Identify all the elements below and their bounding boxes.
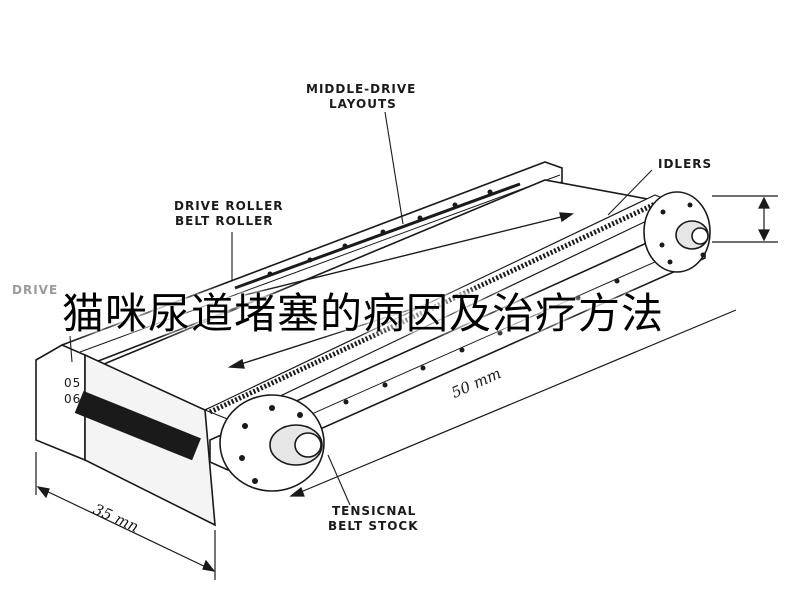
overlay-title: 猫咪尿道堵塞的病因及治疗方法 <box>62 289 665 338</box>
drive-partial-label: DRIVE <box>12 283 59 297</box>
front-rail-bolts <box>343 278 620 405</box>
side-mark-top: 05 <box>64 376 82 390</box>
belt-stock-label: BELT STOCK <box>328 519 419 533</box>
side-mark-mid: 06 <box>64 392 82 406</box>
drive-roller-label: DRIVE ROLLER <box>174 199 284 213</box>
width-dimension <box>35 452 216 580</box>
tension-pulley <box>219 394 325 492</box>
tension-pulley-bolts <box>239 405 303 484</box>
middle-drive-label: MIDDLE-DRIVE <box>306 82 417 96</box>
idler-pulley <box>643 191 711 273</box>
height-dimension <box>712 195 778 243</box>
leader-lines <box>69 111 653 506</box>
left-end-bracket <box>35 344 216 527</box>
middle-drive-strip <box>234 182 521 290</box>
middle-drive-label-line2: LAYOUTS <box>329 97 397 111</box>
belt-roller-label: BELT ROLLER <box>175 214 274 228</box>
tensional-label: TENSICNAL <box>332 504 417 518</box>
idler-bolts <box>659 202 706 265</box>
length-dimension <box>289 309 737 497</box>
idlers-label: IDLERS <box>658 157 713 171</box>
